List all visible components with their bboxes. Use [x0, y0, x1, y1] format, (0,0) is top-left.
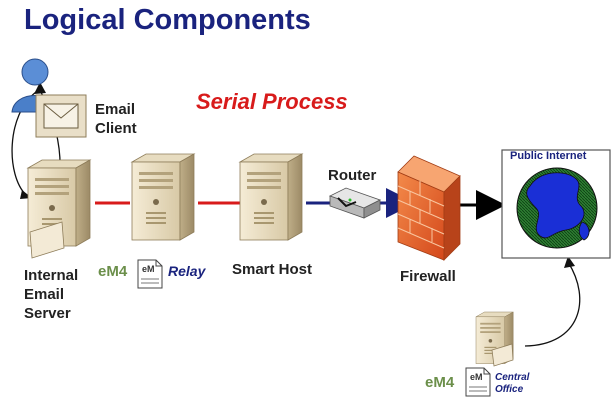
- relay-label: Relay: [168, 263, 206, 279]
- arrowhead-double: [478, 200, 488, 210]
- router-icon: [328, 187, 382, 219]
- router-label: Router: [328, 167, 377, 184]
- central-office-label: Central Office: [495, 372, 530, 395]
- server-icon: [239, 153, 303, 241]
- firewall-label: Firewall: [400, 268, 456, 285]
- curve-internet-central: [524, 261, 581, 347]
- relay-em4-label: eM4: [98, 263, 128, 280]
- doc-icon-text: eM: [470, 372, 483, 382]
- smart-host-label: Smart Host: [232, 261, 313, 278]
- arrowhead-curve-internet: [564, 256, 575, 268]
- server-icon: [131, 153, 195, 241]
- internal-email-server-label: Internal Email Server: [24, 267, 79, 322]
- letter-icon: [29, 221, 65, 259]
- page-title: Logical Components: [24, 4, 311, 36]
- document-icon: [137, 259, 163, 289]
- diagram-subtitle: Serial Process: [196, 89, 348, 114]
- public-internet-label: Public Internet: [510, 150, 587, 162]
- email-client-label: Email Client: [95, 101, 137, 137]
- document-icon: [465, 367, 491, 397]
- letter-icon: [491, 343, 514, 367]
- envelope-icon: [35, 94, 87, 138]
- arrowhead-curve-client: [34, 82, 46, 94]
- doc-icon-text: eM: [142, 264, 155, 274]
- globe-icon: [516, 167, 598, 249]
- firewall-icon: [397, 155, 461, 261]
- central-em4-label: eM4: [425, 374, 455, 391]
